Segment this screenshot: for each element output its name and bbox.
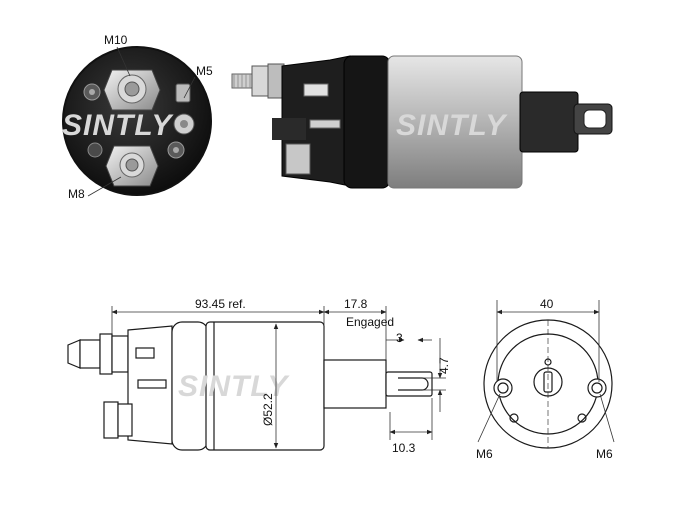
drawing-side-view	[67, 321, 433, 451]
dim-flange-width: 40	[540, 297, 554, 311]
m8-terminal	[105, 145, 159, 187]
watermark-drawing: SINTLY	[178, 370, 290, 403]
dim-diameter: Ø52.2	[261, 393, 275, 426]
dim-small-offset: 3	[396, 331, 403, 345]
label-m8: M8	[68, 187, 85, 201]
label-m10: M10	[104, 33, 128, 47]
dimension-lines-side	[111, 306, 446, 449]
dim-hole-left: M6	[476, 447, 493, 461]
dimension-lines-end	[477, 300, 615, 443]
m5-terminal	[173, 83, 195, 135]
drawing-end-view	[483, 319, 613, 449]
watermark-left: SINTLY	[62, 109, 174, 142]
photo-side-view: SINTLY	[231, 55, 613, 189]
dim-hole-right: M6	[596, 447, 613, 461]
label-m5: M5	[196, 64, 213, 78]
dim-length-ref: 93.45 ref.	[195, 297, 246, 311]
dim-slot-width: 4.7	[437, 357, 451, 374]
dim-stroke-note: Engaged	[346, 315, 394, 329]
dim-stroke: 17.8	[344, 297, 368, 311]
photo-end-view: M10 M5 M8 SINTLY	[62, 33, 213, 201]
m10-terminal	[103, 69, 161, 111]
dim-tip-length: 10.3	[392, 441, 416, 455]
watermark-right: SINTLY	[396, 109, 508, 142]
